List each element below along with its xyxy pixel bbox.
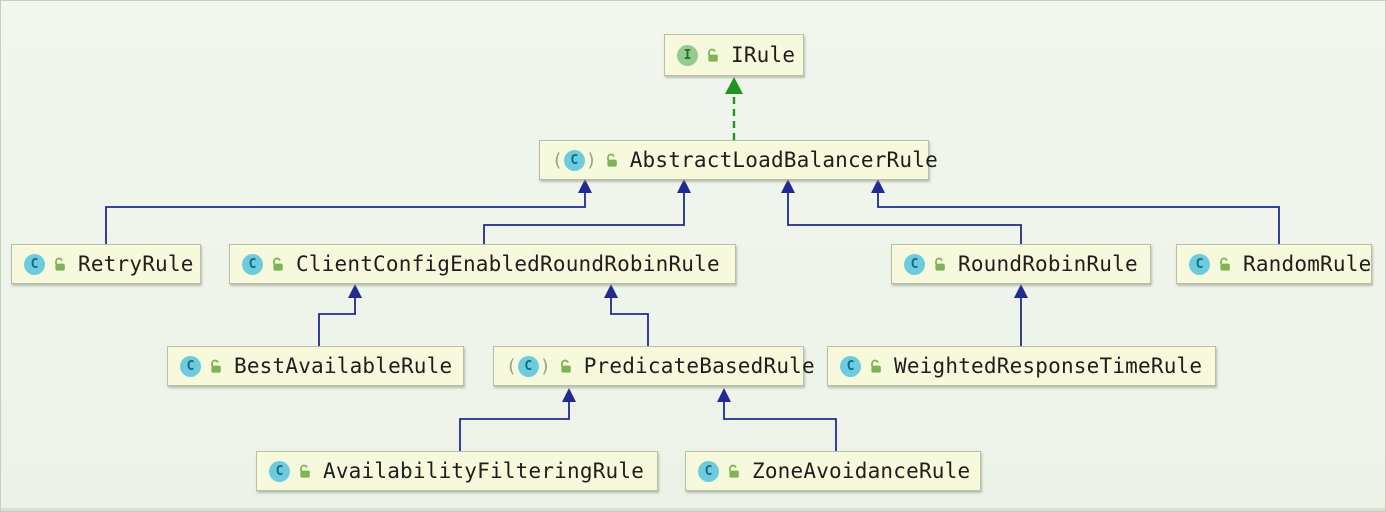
class-name: AbstractLoadBalancerRule bbox=[629, 148, 938, 172]
node-clientconfigenabledroundrobinrule[interactable]: C ClientConfigEnabledRoundRobinRule bbox=[229, 244, 736, 284]
abstract-paren: ) bbox=[585, 149, 597, 171]
edge-extends-randomrule bbox=[871, 179, 1280, 244]
class-icon: C bbox=[24, 253, 45, 275]
node-bestavailablerule[interactable]: C BestAvailableRule bbox=[167, 346, 464, 386]
node-zoneavoidancerule[interactable]: C ZoneAvoidanceRule bbox=[685, 451, 981, 491]
node-retryrule[interactable]: C RetryRule bbox=[11, 244, 201, 284]
class-icon: C bbox=[180, 355, 201, 377]
abstract-class-icon: C bbox=[563, 149, 585, 171]
class-name: ClientConfigEnabledRoundRobinRule bbox=[296, 252, 720, 276]
class-name: RandomRule bbox=[1243, 252, 1372, 276]
class-name: ZoneAvoidanceRule bbox=[752, 459, 971, 483]
edge-extends-retryrule bbox=[105, 179, 592, 244]
edge-extends-bestavailablerule bbox=[318, 284, 362, 346]
class-name: RetryRule bbox=[78, 252, 194, 276]
abstract-class-icon: C bbox=[517, 355, 539, 377]
node-predicatebasedrule[interactable]: ( C ) PredicateBasedRule bbox=[493, 346, 815, 386]
class-name: AvailabilityFilteringRule bbox=[323, 459, 645, 483]
lock-open-icon bbox=[935, 257, 945, 271]
edge-implements-irule bbox=[725, 77, 743, 140]
lock-open-icon bbox=[55, 257, 65, 271]
lock-open-icon bbox=[871, 359, 881, 373]
node-roundrobinrule[interactable]: C RoundRobinRule bbox=[891, 244, 1151, 284]
class-icon: C bbox=[840, 355, 861, 377]
lock-open-icon bbox=[211, 359, 221, 373]
node-weightedresponsetimerule[interactable]: C WeightedResponseTimeRule bbox=[827, 346, 1216, 386]
class-icon: C bbox=[698, 460, 719, 482]
lock-open-icon bbox=[606, 153, 617, 167]
edge-extends-clientconfigenabledroundrobinrule bbox=[483, 179, 691, 244]
edge-extends-predicatebasedrule bbox=[604, 284, 649, 346]
class-icon: C bbox=[1189, 253, 1210, 275]
lock-open-icon bbox=[560, 359, 571, 373]
node-randomrule[interactable]: C RandomRule bbox=[1176, 244, 1372, 284]
edge-extends-availabilityfilteringrule bbox=[459, 388, 576, 451]
lock-open-icon bbox=[729, 464, 739, 478]
class-name: WeightedResponseTimeRule bbox=[894, 354, 1203, 378]
class-icon: C bbox=[269, 460, 290, 482]
class-name: RoundRobinRule bbox=[958, 252, 1138, 276]
class-name: PredicateBasedRule bbox=[583, 354, 815, 378]
lock-open-icon bbox=[273, 257, 283, 271]
edge-extends-roundrobinrule bbox=[781, 179, 1022, 244]
class-name: IRule bbox=[731, 43, 796, 67]
edge-extends-zoneavoidancerule bbox=[717, 388, 837, 451]
node-availabilityfilteringrule[interactable]: C AvailabilityFilteringRule bbox=[256, 451, 658, 491]
class-icon: C bbox=[242, 253, 263, 275]
node-abstractloadbalancerrule[interactable]: ( C ) AbstractLoadBalancerRule bbox=[539, 140, 938, 180]
lock-open-icon bbox=[300, 464, 310, 478]
abstract-paren: ) bbox=[539, 355, 551, 377]
lock-open-icon bbox=[1220, 257, 1230, 271]
class-name: BestAvailableRule bbox=[234, 354, 453, 378]
abstract-paren: ( bbox=[506, 355, 517, 377]
abstract-paren: ( bbox=[552, 149, 563, 171]
interface-icon: I bbox=[677, 44, 698, 66]
class-icon: C bbox=[904, 253, 925, 275]
lock-open-icon bbox=[708, 48, 718, 62]
node-irule[interactable]: I IRule bbox=[664, 34, 804, 76]
edge-extends-weightedresponsetimerule bbox=[1014, 284, 1028, 346]
